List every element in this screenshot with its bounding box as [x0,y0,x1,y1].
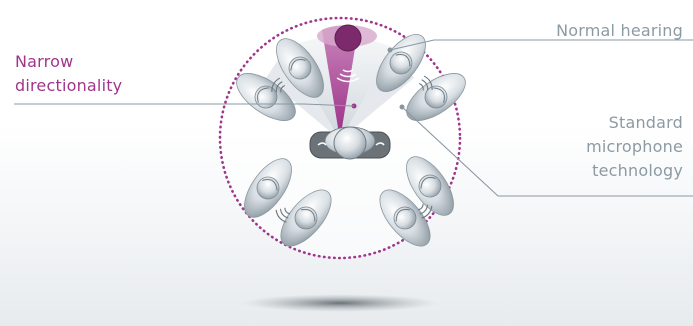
floor-shadow [242,294,438,312]
narrow-label-line-2: directionality [15,74,122,98]
listener-with-hearing-aids [310,127,390,159]
normal-hearing-label: Normal hearing [556,19,683,43]
standard-label-line-3: technology [523,159,683,183]
narrow-label-line-1: Narrow [15,50,122,74]
standard-microphone-label: Standard microphone technology [523,111,683,183]
front-speaker-head [335,25,361,51]
standard-label-line-1: Standard [523,111,683,135]
narrow-directionality-label: Narrow directionality [15,50,122,98]
standard-label-line-2: microphone [523,135,683,159]
